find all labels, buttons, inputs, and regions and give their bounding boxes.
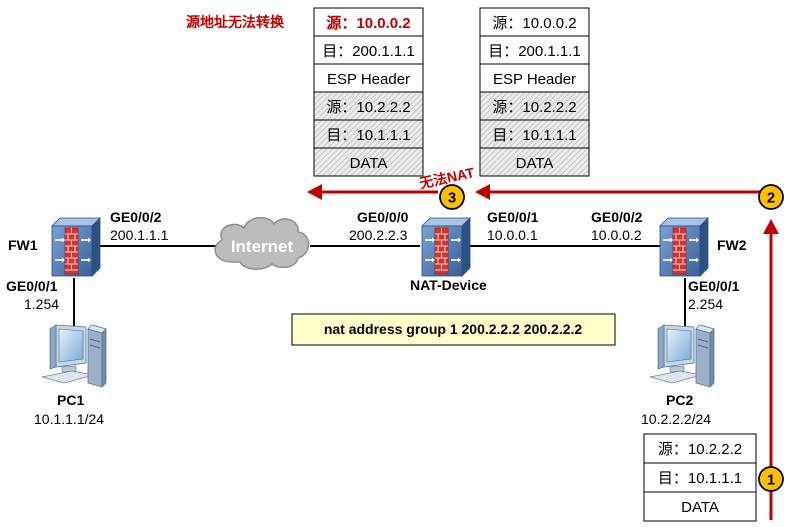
fw2-label: FW2 bbox=[717, 237, 747, 253]
step-badge-2: 2 bbox=[758, 184, 784, 210]
packet-original-data: DATA bbox=[681, 499, 719, 516]
fw1-port-down-ip: 1.254 bbox=[24, 296, 59, 312]
step-badge-3: 3 bbox=[439, 184, 465, 210]
packet-original: 源：10.2.2.2 目：10.1.1.1 DATA bbox=[643, 433, 757, 522]
nat-device-label: NAT-Device bbox=[410, 277, 487, 293]
nat-device-firewall-icon bbox=[421, 217, 471, 277]
fw2-port-up-name: GE0/0/2 bbox=[591, 209, 643, 225]
fw1-port-up-name: GE0/0/2 bbox=[110, 209, 162, 225]
pc2-ip: 10.2.2.2/24 bbox=[641, 411, 711, 427]
fw2-port-down-name: GE0/0/1 bbox=[688, 278, 740, 294]
internet-label: Internet bbox=[231, 237, 294, 256]
packet-original-src: 源：10.2.2.2 bbox=[658, 441, 742, 458]
packet-before-nat-dst-outer: 目：200.1.1.1 bbox=[488, 43, 581, 60]
svg-text:3: 3 bbox=[448, 190, 456, 207]
fw2-firewall-icon bbox=[659, 217, 709, 277]
packet-after-nat-data: DATA bbox=[350, 155, 388, 172]
packet-after-nat-src-inner: 源：10.2.2.2 bbox=[326, 99, 410, 116]
packet-before-nat: 源：10.0.0.2 目：200.1.1.1 ESP Header 源：10.2… bbox=[479, 7, 590, 177]
nat-command-note: nat address group 1 200.2.2.2 200.2.2.2 bbox=[291, 313, 616, 346]
nat-command-text: nat address group 1 200.2.2.2 200.2.2.2 bbox=[324, 321, 583, 337]
step-badge-1: 1 bbox=[758, 466, 784, 492]
fw1-port-up-ip: 200.1.1.1 bbox=[110, 227, 169, 243]
packet-after-nat: 源：10.0.0.2 目：200.1.1.1 ESP Header 源：10.2… bbox=[313, 7, 424, 177]
pc2-computer-icon bbox=[649, 324, 715, 388]
packet-after-nat-esp: ESP Header bbox=[327, 71, 410, 88]
network-links bbox=[73, 245, 686, 330]
pc2-label: PC2 bbox=[666, 392, 693, 408]
packet-after-nat-dst-outer: 目：200.1.1.1 bbox=[322, 43, 415, 60]
fw2-port-up-ip: 10.0.0.2 bbox=[591, 227, 642, 243]
flow-arrow-vertical-head bbox=[763, 219, 779, 234]
svg-text:1: 1 bbox=[767, 472, 775, 489]
flow-arrow-blocked-head bbox=[307, 184, 322, 200]
packet-before-nat-src-inner: 源：10.2.2.2 bbox=[492, 99, 576, 116]
packet-after-nat-dst-inner: 目：10.1.1.1 bbox=[326, 127, 410, 144]
packet-before-nat-data: DATA bbox=[516, 155, 554, 172]
pc1-label: PC1 bbox=[57, 392, 84, 408]
annotation-src-untranslatable: 源地址无法转换 bbox=[186, 14, 285, 30]
fw1-label: FW1 bbox=[8, 237, 38, 253]
packet-before-nat-src-outer: 源：10.0.0.2 bbox=[492, 15, 576, 32]
packet-before-nat-esp: ESP Header bbox=[493, 71, 576, 88]
nat-port-right-ip: 10.0.0.1 bbox=[487, 227, 538, 243]
fw1-port-down-name: GE0/0/1 bbox=[6, 278, 58, 294]
nat-port-right-name: GE0/0/1 bbox=[487, 209, 539, 225]
flow-arrow-top-head bbox=[475, 184, 490, 200]
nat-port-left-ip: 200.2.2.3 bbox=[349, 227, 408, 243]
svg-text:2: 2 bbox=[767, 190, 775, 207]
cloud-icon: Internet bbox=[214, 216, 310, 270]
pc1-computer-icon bbox=[41, 324, 107, 388]
fw2-port-down-ip: 2.254 bbox=[688, 296, 723, 312]
pc1-ip: 10.1.1.1/24 bbox=[34, 411, 104, 427]
packet-original-dst: 目：10.1.1.1 bbox=[658, 470, 742, 487]
nat-port-left-name: GE0/0/0 bbox=[357, 209, 409, 225]
packet-after-nat-src-outer: 源：10.0.0.2 bbox=[326, 14, 410, 32]
fw1-firewall-icon bbox=[51, 217, 101, 277]
packet-before-nat-dst-inner: 目：10.1.1.1 bbox=[492, 127, 576, 144]
